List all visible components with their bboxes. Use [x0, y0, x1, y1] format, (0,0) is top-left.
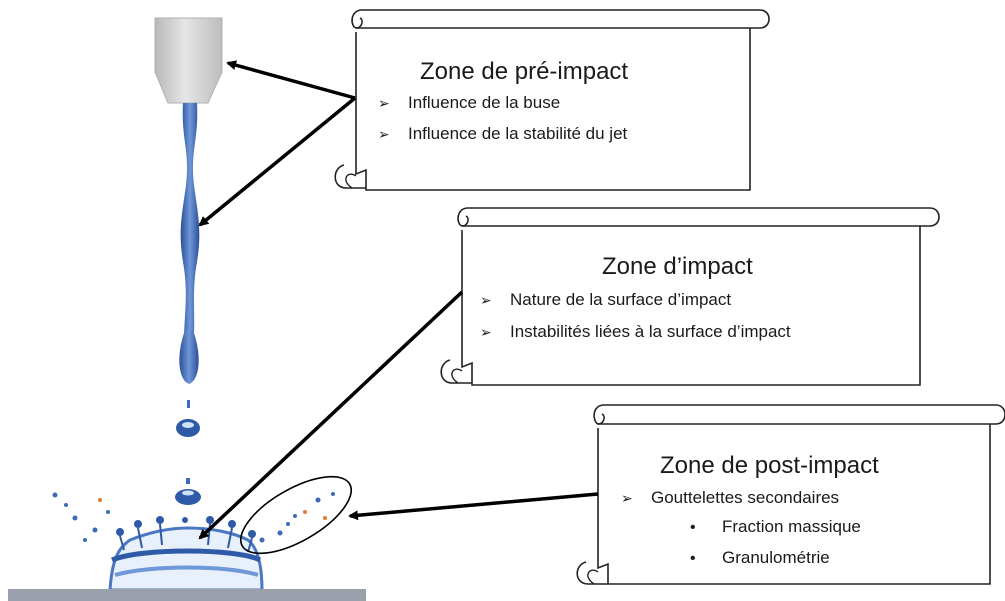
dot-bullet-icon: •: [690, 519, 696, 536]
arrow-to-nozzle: [226, 60, 356, 100]
tiny-drop: [187, 400, 190, 408]
nozzle: [154, 17, 223, 104]
arrow-bullet-icon: ➢: [480, 292, 492, 308]
arrow-to-jet: [198, 96, 357, 227]
sub-bullet-item: •Fraction massique: [690, 517, 861, 536]
arrow-to-droplets: [348, 492, 599, 521]
bullet-item: ➢Influence de la buse: [378, 93, 561, 112]
bullet-item: ➢Instabilités liées à la surface d’impac…: [480, 322, 791, 341]
scroll-pre-impact: [334, 9, 770, 191]
falling-drop-2: [175, 489, 201, 505]
arrow-bullet-icon: ➢: [378, 95, 390, 111]
bullet-item: ➢Gouttelettes secondaires: [621, 488, 840, 507]
bullet-item: ➢Influence de la stabilité du jet: [378, 124, 628, 143]
arrow-bullet-icon: ➢: [480, 324, 492, 340]
zone-title-pre-impact: Zone de pré-impact: [420, 58, 629, 85]
dot-bullet-icon: •: [690, 550, 696, 567]
splash-crown: [108, 516, 264, 592]
sub-bullet-item: •Granulométrie: [690, 548, 830, 567]
arrow-to-impact: [198, 290, 464, 540]
jet-drop-tip: [179, 330, 199, 384]
bullet-item: ➢Nature de la surface d’impact: [480, 290, 732, 309]
liquid-jet: [175, 103, 201, 505]
zone-title-post-impact: Zone de post-impact: [660, 452, 879, 479]
zone-title-impact: Zone d’impact: [602, 253, 753, 280]
droplet-ellipse: [239, 475, 353, 555]
scroll-post-impact: [576, 404, 1005, 585]
scroll-impact: [440, 207, 940, 386]
secondary-droplets-left: [52, 492, 110, 542]
arrow-bullet-icon: ➢: [621, 490, 633, 506]
impact-surface: [8, 589, 366, 601]
arrows: [198, 60, 599, 540]
arrow-bullet-icon: ➢: [378, 126, 390, 142]
